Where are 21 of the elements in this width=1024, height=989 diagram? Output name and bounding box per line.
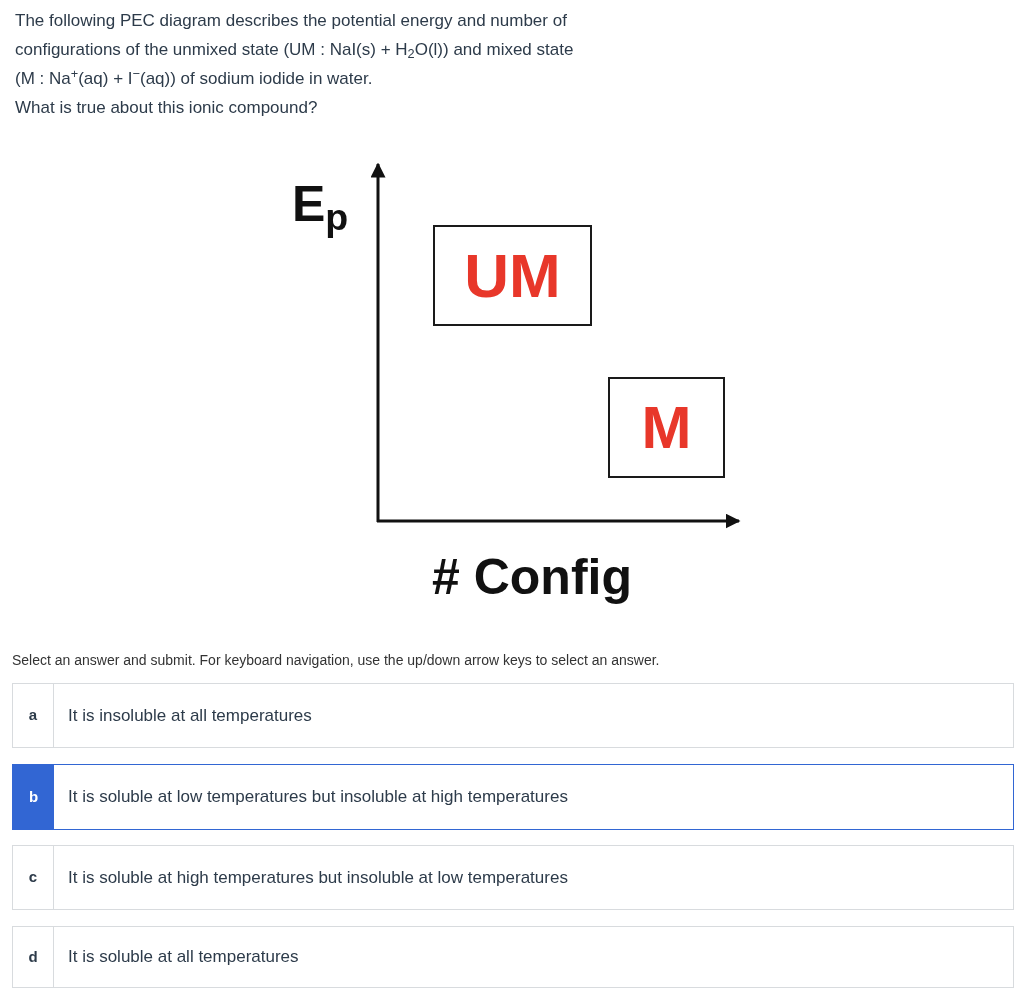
state-box [433, 225, 592, 326]
instruction-text: Select an answer and submit. For keyboard navigation, use the up/down arrow keys to select an answer. [12, 651, 660, 670]
option-text: It is soluble at low temperatures but insoluble at high temperatures [68, 786, 568, 809]
axis-title: E$_{p}$ [292, 176, 350, 241]
answer-option [12, 764, 1014, 830]
option-letter: d [13, 927, 54, 987]
answer-option [12, 683, 1014, 748]
axis-title: # Config [432, 552, 632, 602]
option-letter: a [13, 684, 54, 747]
option-text: It is soluble at all temperatures [68, 946, 299, 969]
answer-option [12, 926, 1014, 988]
option-letter: c [13, 846, 54, 909]
state-label: UM [464, 244, 561, 307]
option-text: It is soluble at high temperatures but insoluble at low temperatures [68, 866, 568, 889]
state-box [608, 377, 725, 478]
option-letter: b [13, 765, 54, 829]
question-text: What is true about this ionic compound? [15, 97, 319, 119]
option-text: It is insoluble at all temperatures [68, 704, 312, 727]
state-label: M [641, 397, 692, 458]
answer-option [12, 845, 1014, 910]
question-text: The following PEC diagram describes the potential energy and number of configurations of the unmixed state (UM : NaI(s) + H$_{2}$O(l)) and mixed state (M : Na$^{+}$(aq) + I$^{−}$(aq)) of sodium iodide in water. [15, 10, 575, 90]
